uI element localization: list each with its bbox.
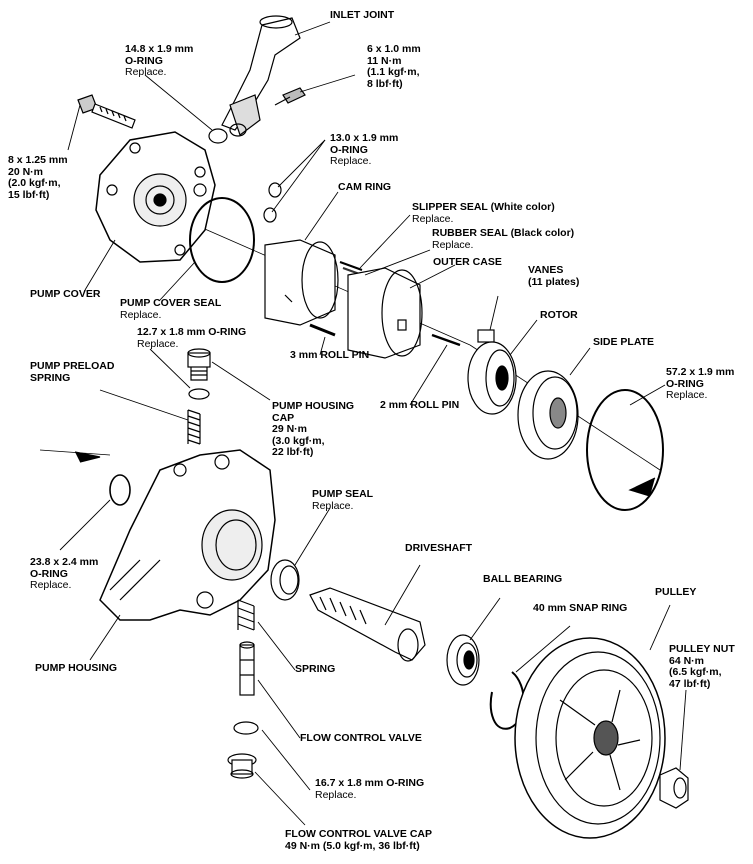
outer-case-part: [347, 267, 423, 359]
flow-control-valve-part: [239, 641, 255, 696]
pulley-part: [514, 637, 666, 839]
pulley-nut-part: [659, 767, 689, 809]
flow-valve-cap-part: [227, 753, 257, 779]
label-pulley-nut: PULLEY NUT 64 N·m (6.5 kgf·m, 47 lbf·ft): [669, 643, 735, 690]
slipper-seal-part: [339, 261, 363, 271]
pump-cover-part: [95, 131, 216, 263]
label-ball-bearing: BALL BEARING: [483, 573, 563, 585]
label-oring-23-8: 23.8 x 2.4 mm O-RING Replace.: [30, 556, 99, 591]
label-spring: SPRING: [295, 663, 336, 675]
label-pump-cover-seal: PUMP COVER SEAL Replace.: [120, 297, 222, 321]
bolt-8x125-part: [77, 94, 136, 129]
pump-seal-part: [270, 559, 300, 601]
label-oring-14-8: 14.8 x 1.9 mm O-RING Replace.: [125, 43, 194, 78]
label-bolt-6x1: 6 x 1.0 mm 11 N·m (1.1 kgf·m, 8 lbf·ft): [367, 43, 421, 90]
label-pulley: PULLEY: [655, 586, 697, 598]
spring-part: [237, 599, 255, 631]
ball-bearing-part: [446, 634, 480, 686]
cam-ring-part: [264, 239, 339, 326]
oring-14-8-part: [208, 128, 228, 144]
label-pump-housing: PUMP HOUSING: [35, 662, 118, 674]
label-oring-16-7: 16.7 x 1.8 mm O-RING Replace.: [315, 777, 425, 801]
inlet-joint-part: [221, 15, 306, 137]
label-flow-valve-cap: FLOW CONTROL VALVE CAP 49 N·m (5.0 kgf·m…: [285, 828, 432, 852]
direction-arrows: [74, 451, 656, 497]
roll-pin-3-part: [309, 323, 336, 337]
side-plate-part: [517, 370, 579, 460]
label-pump-housing-cap: PUMP HOUSING CAP 29 N·m (3.0 kgf·m, 22 l…: [272, 400, 355, 458]
label-slipper-seal: SLIPPER SEAL (White color) Replace.: [412, 201, 555, 225]
preload-spring-part: [187, 409, 201, 445]
oring-23-8-part: [109, 474, 131, 506]
pump-housing-part: [99, 449, 276, 621]
rotor-part: [467, 329, 517, 415]
label-flow-control-valve: FLOW CONTROL VALVE: [300, 732, 422, 744]
label-bolt-8x125: 8 x 1.25 mm 20 N·m (2.0 kgf·m, 15 lbf·ft…: [8, 154, 68, 201]
driveshaft-part: [309, 587, 426, 662]
label-cam-ring: CAM RING: [338, 181, 392, 193]
leader-lines: [59, 21, 687, 826]
label-pump-seal: PUMP SEAL Replace.: [312, 488, 374, 512]
label-snap-ring: 40 mm SNAP RING: [533, 602, 628, 614]
roll-pin-2-part: [431, 333, 461, 347]
label-oring-12-7: 12.7 x 1.8 mm O-RING Replace.: [137, 326, 247, 350]
label-inlet-joint: INLET JOINT: [330, 9, 395, 21]
label-rotor: ROTOR: [540, 309, 578, 321]
oring-57-2-part: [586, 389, 664, 511]
oring-13-0-lower-part: [263, 207, 277, 223]
pump-housing-cap-part: [187, 348, 211, 381]
snap-ring-part: [489, 671, 525, 730]
label-roll-pin-3: 3 mm ROLL PIN: [290, 349, 370, 361]
oring-12-7-part: [188, 388, 210, 400]
label-preload-spring: PUMP PRELOAD SPRING: [30, 360, 115, 384]
label-driveshaft: DRIVESHAFT: [405, 542, 473, 554]
label-vanes: VANES (11 plates): [528, 264, 580, 288]
label-rubber-seal: RUBBER SEAL (Black color) Replace.: [432, 227, 575, 251]
oring-16-7-part: [233, 721, 259, 735]
label-oring-13-0: 13.0 x 1.9 mm O-RING Replace.: [330, 132, 399, 167]
label-side-plate: SIDE PLATE: [593, 336, 655, 348]
pump-cover-seal-part: [189, 197, 255, 283]
label-outer-case: OUTER CASE: [433, 256, 502, 268]
label-roll-pin-2: 2 mm ROLL PIN: [380, 399, 460, 411]
label-pump-cover: PUMP COVER: [30, 288, 101, 300]
label-oring-57-2: 57.2 x 1.9 mm O-RING Replace.: [666, 366, 735, 401]
oring-13-0-upper-part: [268, 182, 282, 198]
